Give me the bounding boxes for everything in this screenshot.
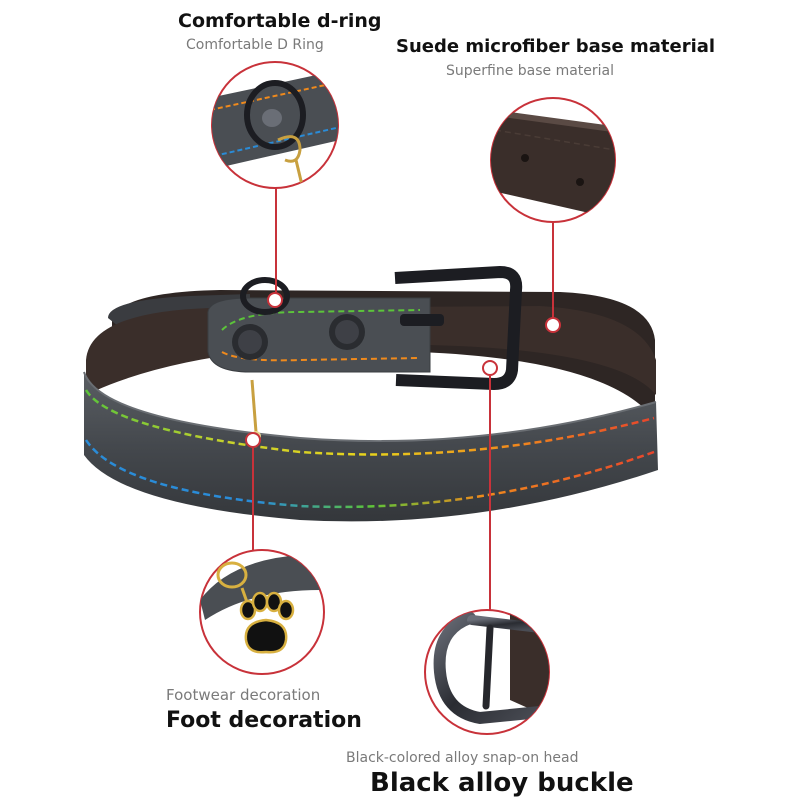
paw-charm-icon xyxy=(199,549,325,675)
foot-decoration-subtitle: Footwear decoration xyxy=(166,686,321,704)
base-material-subtitle: Superfine base material xyxy=(446,63,615,79)
leader-lines xyxy=(252,188,554,610)
d-ring-icon xyxy=(211,61,339,189)
buckle-title: Black alloy buckle xyxy=(370,768,634,798)
foot-decoration-title: Foot decoration xyxy=(166,708,362,733)
suede-icon xyxy=(490,97,616,223)
d-ring-title: Comfortable d-ring xyxy=(178,10,382,32)
d-ring-subtitle: Comfortable D Ring xyxy=(186,37,324,53)
buckle-subtitle: Black-colored alloy snap-on head xyxy=(346,750,579,766)
buckle-icon xyxy=(424,609,550,735)
base-material-title: Suede microfiber base material xyxy=(396,36,716,57)
collar xyxy=(83,266,658,522)
